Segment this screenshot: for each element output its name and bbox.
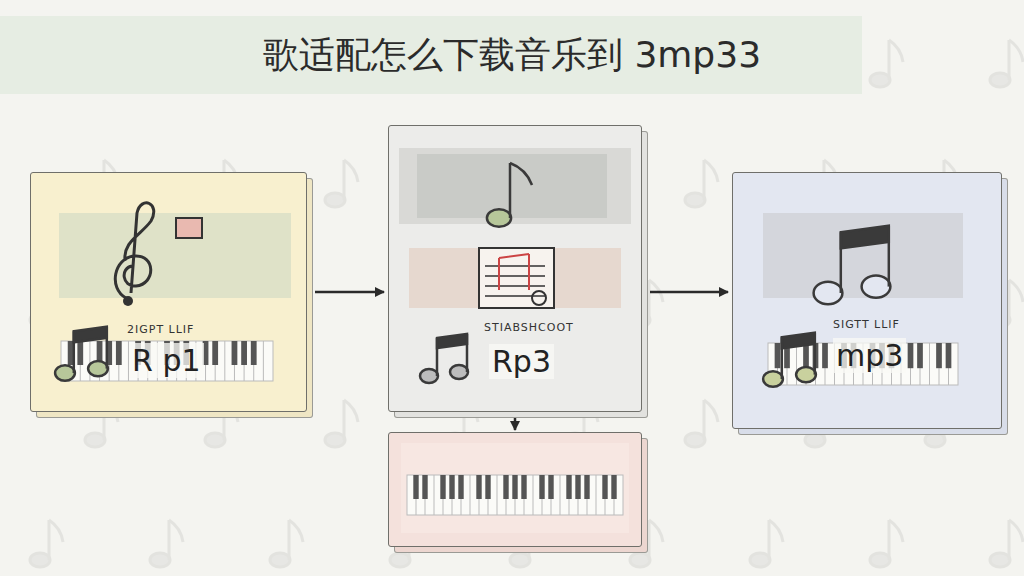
format-label: R p1 <box>129 343 204 378</box>
format-label: Rp3 <box>489 344 554 379</box>
file-label: STIABSHCOOT <box>484 321 574 334</box>
flow-arrow <box>315 291 384 294</box>
flow-arrow <box>650 291 728 294</box>
music-illustration <box>733 173 1001 428</box>
flow-arrow <box>514 414 517 430</box>
file-label: 2IGPT LLIF <box>127 323 194 336</box>
title: 歌适配怎么下载音乐到 3mp33 <box>0 16 1024 94</box>
file-label: SIGTT LLIF <box>833 318 900 331</box>
folder-box: STIABSHCOOT Rp3 <box>388 125 642 412</box>
music-illustration <box>389 433 641 546</box>
folder-box <box>388 432 642 547</box>
folder-box: 2IGPT LLIF R p1 <box>30 172 307 412</box>
format-label: mp3 <box>833 338 906 373</box>
folder-box: SIGTT LLIF mp3 <box>732 172 1002 429</box>
